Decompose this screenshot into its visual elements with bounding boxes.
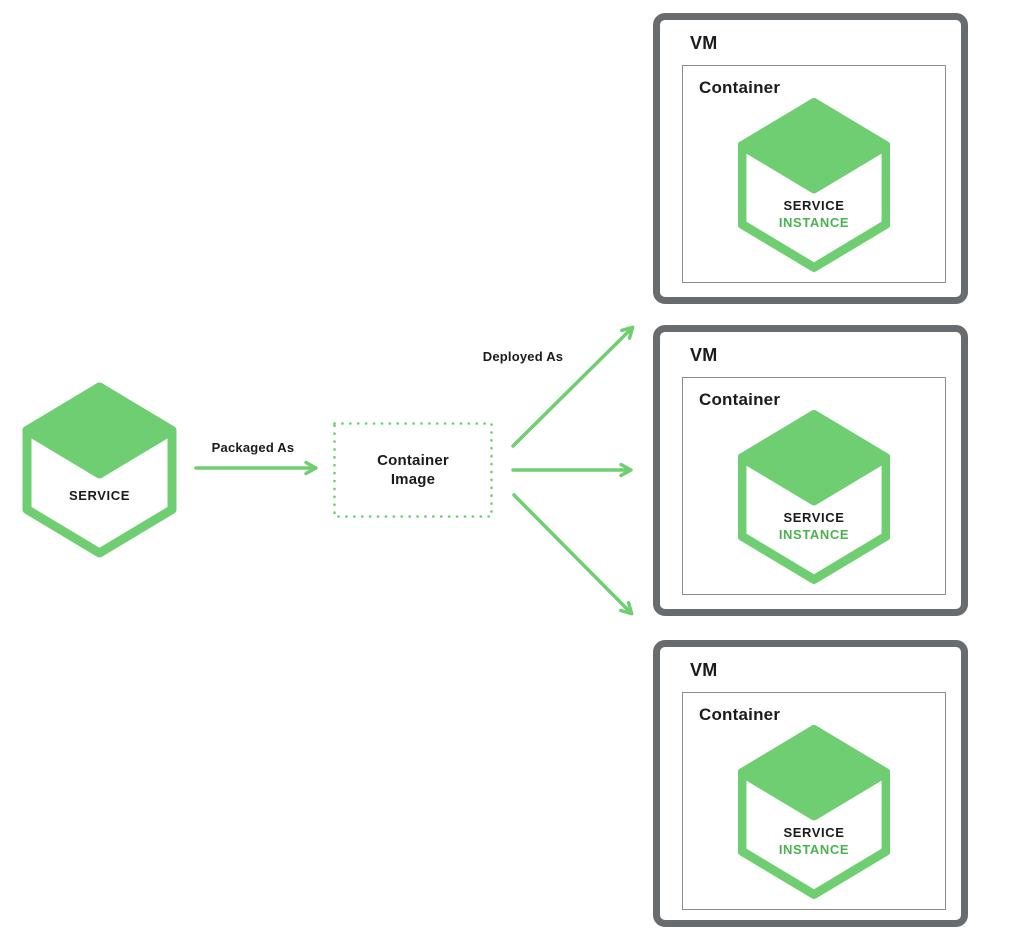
deploy-arrow-bottom <box>512 493 634 616</box>
service-instance-label: SERVICE INSTANCE <box>738 824 890 858</box>
vm-box-2: VM Container SERVICE INSTANCE <box>653 325 968 616</box>
service-instance-line1: SERVICE <box>783 825 845 840</box>
container-label: Container <box>699 78 781 97</box>
service-instance-line1: SERVICE <box>783 510 845 525</box>
service-hexagon-icon <box>22 382 177 558</box>
service-label: SERVICE <box>68 488 131 503</box>
service-instance-line2: INSTANCE <box>778 215 850 230</box>
container-image-dotted-box <box>333 422 493 518</box>
container-image-label: Container Image <box>377 451 449 488</box>
container-label: Container <box>699 390 781 409</box>
deploy-arrow-top <box>511 325 635 448</box>
service-instance-label: SERVICE INSTANCE <box>738 509 890 543</box>
vm-box-1: VM Container SERVICE INSTANCE <box>653 13 968 304</box>
container-label: Container <box>699 705 781 724</box>
container-box: Container SERVICE INSTANCE <box>682 65 946 283</box>
service-instance-hexagon-icon <box>738 725 890 899</box>
vm-label: VM <box>690 33 718 53</box>
service-instance-label: SERVICE INSTANCE <box>738 197 890 231</box>
vm-label: VM <box>690 660 718 680</box>
service-instance-line2: INSTANCE <box>778 842 850 857</box>
service-instance-line2: INSTANCE <box>778 527 850 542</box>
container-image-node: Container Image <box>333 422 493 517</box>
vm-box-3: VM Container SERVICE INSTANCE <box>653 640 968 927</box>
service-instance-hexagon-icon <box>738 410 890 584</box>
service-instance-line1: SERVICE <box>783 198 845 213</box>
container-box: Container SERVICE INSTANCE <box>682 377 946 595</box>
service-instance-hexagon-icon <box>738 98 890 272</box>
container-box: Container SERVICE INSTANCE <box>682 692 946 910</box>
deployed-as-label: Deployed As <box>482 349 564 364</box>
packaged-as-label: Packaged As <box>211 440 295 455</box>
vm-label: VM <box>690 345 718 365</box>
